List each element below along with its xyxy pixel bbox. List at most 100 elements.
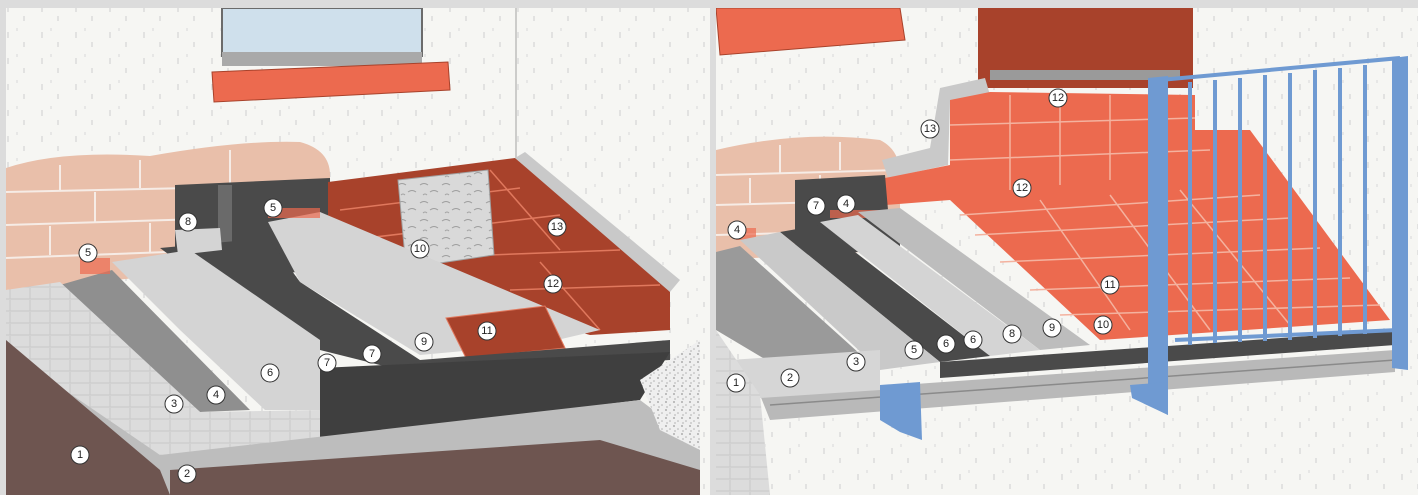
marker-r-5: 5	[904, 340, 924, 360]
left-window	[211, 8, 451, 103]
marker-label: 4	[213, 389, 219, 401]
marker-l-4: 4	[206, 385, 226, 405]
right-window-sill	[716, 8, 906, 56]
right-panel	[716, 8, 1418, 495]
marker-label: 3	[171, 398, 177, 410]
marker-l-9: 9	[414, 332, 434, 352]
right-screed-8	[858, 208, 1090, 350]
marker-l-7b: 7	[362, 344, 382, 364]
marker-r-10: 10	[1093, 315, 1113, 335]
left-insulation-slab	[6, 282, 320, 455]
marker-l-11: 11	[477, 321, 497, 341]
marker-circle-icon	[78, 243, 98, 263]
right-door-threshold	[990, 70, 1180, 80]
marker-label: 1	[733, 377, 739, 389]
marker-label: 13	[924, 123, 936, 135]
marker-label: 11	[1104, 279, 1115, 291]
marker-r-6b: 6	[963, 330, 983, 350]
marker-label: 11	[481, 325, 492, 337]
marker-circle-icon	[543, 274, 563, 294]
marker-l-12: 12	[543, 274, 563, 294]
marker-l-3: 3	[164, 394, 184, 414]
marker-label: 7	[369, 348, 375, 360]
right-screed-6	[820, 215, 1040, 356]
right-membrane-6	[780, 225, 990, 362]
marker-circle-icon	[904, 340, 924, 360]
marker-label: 12	[1052, 92, 1064, 104]
marker-r-11: 11	[1100, 275, 1120, 295]
left-membrane	[160, 238, 670, 375]
marker-circle-icon	[164, 394, 184, 414]
marker-circle-icon	[178, 212, 198, 232]
marker-label: 5	[270, 202, 276, 214]
marker-r-9: 9	[1042, 318, 1062, 338]
marker-circle-icon	[727, 220, 747, 240]
marker-circle-icon	[414, 332, 434, 352]
right-screed-5	[740, 232, 940, 370]
marker-circle-icon	[806, 196, 826, 216]
marker-circle-icon	[780, 368, 800, 388]
marker-label: 12	[547, 278, 559, 290]
marker-circle-icon	[1002, 324, 1022, 344]
marker-circle-icon	[1012, 178, 1032, 198]
marker-r-4a: 4	[727, 220, 747, 240]
right-railing	[1159, 56, 1401, 345]
marker-circle-icon	[410, 239, 430, 259]
marker-label: 6	[267, 367, 273, 379]
marker-circle-icon	[846, 352, 866, 372]
left-panel	[6, 8, 710, 495]
marker-label: 12	[1016, 182, 1028, 194]
marker-r-8: 8	[1002, 324, 1022, 344]
marker-label: 6	[943, 338, 949, 350]
marker-circle-icon	[547, 217, 567, 237]
marker-l-5a: 5	[78, 243, 98, 263]
marker-label: 13	[551, 221, 563, 233]
marker-circle-icon	[836, 194, 856, 214]
marker-l-1: 1	[70, 445, 90, 465]
marker-circle-icon	[1100, 275, 1120, 295]
marker-r-2: 2	[780, 368, 800, 388]
marker-circle-icon	[1048, 88, 1068, 108]
marker-l-2: 2	[177, 464, 197, 484]
marker-l-10: 10	[410, 239, 430, 259]
right-railing-bracket	[1130, 382, 1168, 415]
marker-circle-icon	[362, 344, 382, 364]
marker-circle-icon	[1042, 318, 1062, 338]
marker-circle-icon	[936, 334, 956, 354]
right-insulation-3	[716, 246, 880, 380]
marker-label: 2	[184, 468, 190, 480]
marker-label: 6	[970, 334, 976, 346]
marker-r-1: 1	[726, 373, 746, 393]
marker-label: 5	[85, 247, 91, 259]
marker-r-13: 13	[920, 119, 940, 139]
marker-r-12b: 12	[1012, 178, 1032, 198]
marker-l-7a: 7	[317, 353, 337, 373]
marker-circle-icon	[263, 198, 283, 218]
marker-label: 9	[1049, 322, 1055, 334]
marker-circle-icon	[477, 321, 497, 341]
right-lower-wall	[716, 330, 770, 495]
marker-label: 2	[787, 372, 793, 384]
left-membrane-front	[320, 352, 670, 440]
left-strip-5b	[268, 208, 320, 218]
marker-circle-icon	[920, 119, 940, 139]
marker-l-8: 8	[178, 212, 198, 232]
panel-divider	[710, 0, 716, 495]
left-ground	[6, 340, 170, 495]
marker-r-4b: 4	[836, 194, 856, 214]
marker-label: 10	[1097, 319, 1109, 331]
left-insulation	[60, 270, 250, 412]
right-railing-post-a	[1148, 76, 1168, 415]
marker-label: 3	[853, 356, 859, 368]
right-railing-foot	[880, 382, 922, 440]
marker-circle-icon	[963, 330, 983, 350]
marker-label: 8	[185, 216, 191, 228]
marker-label: 1	[77, 449, 83, 461]
marker-circle-icon	[206, 385, 226, 405]
marker-label: 9	[421, 336, 427, 348]
marker-label: 4	[843, 198, 849, 210]
left-gravel	[640, 340, 700, 450]
marker-circle-icon	[1093, 315, 1113, 335]
